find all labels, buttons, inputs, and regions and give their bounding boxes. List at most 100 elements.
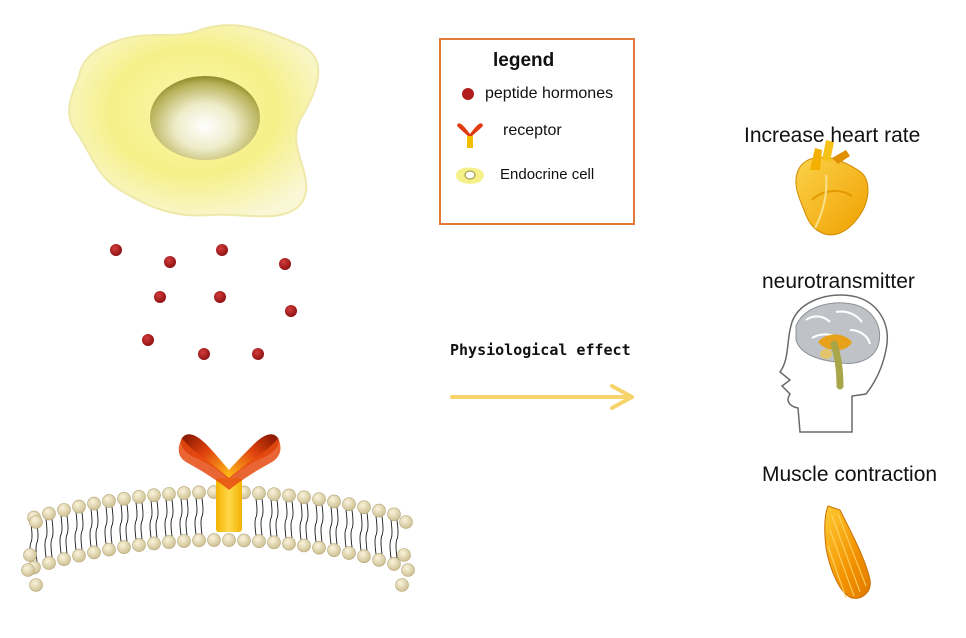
lipid-head — [327, 543, 341, 557]
lipid-head — [252, 486, 266, 500]
hormone-dot — [214, 291, 226, 303]
lipid-head — [57, 552, 71, 566]
membrane-receptor — [178, 434, 281, 532]
hormone-dot — [110, 244, 122, 256]
lipid-tail — [374, 516, 378, 554]
legend-item-label: Endocrine cell — [500, 166, 595, 183]
lipid-head — [147, 488, 161, 502]
lipid-head — [117, 491, 131, 506]
muscle-icon — [824, 505, 871, 599]
lipid-head — [102, 542, 116, 557]
lipid-tail — [389, 520, 393, 558]
lipid-tail — [320, 505, 324, 542]
lipid-head — [29, 515, 43, 529]
lipid-tail — [359, 513, 363, 551]
lipid-head — [192, 485, 206, 500]
lipid-tail — [305, 503, 309, 540]
lipid-tail — [89, 509, 93, 547]
effect-title-muscle: Muscle contraction — [762, 463, 938, 486]
lipid-tail — [140, 502, 144, 540]
lipid-tail — [380, 516, 384, 554]
brain-head-icon — [778, 294, 888, 433]
lipid-head — [177, 534, 191, 548]
legend-item-label: receptor — [503, 122, 562, 139]
lipid-tail — [365, 513, 369, 551]
lipid-tail — [95, 509, 99, 547]
hormone-dot — [164, 256, 176, 268]
lipid-head — [312, 540, 326, 555]
lipid-head — [162, 535, 176, 549]
effect-title-heart: Increase heart rate — [744, 124, 921, 147]
lipid-head — [42, 506, 56, 521]
lipid-tail — [104, 506, 108, 544]
lipid-head — [72, 499, 86, 514]
red-dot-icon — [462, 88, 474, 100]
lipid-tail — [149, 501, 153, 538]
lipid-tail — [164, 499, 168, 537]
lipid-tail — [260, 499, 264, 536]
lipid-tail — [350, 510, 354, 548]
effect-arrow — [450, 384, 634, 410]
lipid-head — [192, 533, 206, 548]
lipid-head — [372, 503, 386, 518]
lipid-head — [395, 578, 409, 592]
lipid-tail — [155, 501, 159, 538]
lipid-tail — [185, 498, 189, 536]
lipid-tail — [299, 503, 303, 540]
lipid-head — [102, 494, 116, 508]
lipid-head — [342, 546, 356, 560]
lipid-head — [237, 533, 251, 548]
lipid-tail — [170, 499, 174, 537]
lipid-tail — [179, 498, 183, 536]
lipid-tail — [80, 512, 84, 550]
lipid-tail — [344, 510, 348, 548]
hormone-dot — [279, 258, 291, 270]
lipid-tail — [119, 504, 123, 542]
lipid-head — [23, 548, 37, 562]
hormone-dot — [252, 348, 264, 360]
lipid-head — [282, 536, 296, 551]
lipid-head — [401, 563, 415, 577]
lipid-head — [72, 548, 86, 563]
lipid-tail — [110, 506, 114, 544]
lipid-tail — [44, 519, 48, 558]
hormone-dots — [110, 244, 297, 360]
lipid-head — [399, 515, 413, 529]
legend-box: legend peptide hormones receptor Endocri… — [439, 38, 635, 225]
lipid-head — [387, 557, 401, 571]
effect-title-brain: neurotransmitter — [762, 270, 915, 293]
lipid-tail — [290, 501, 294, 538]
hormone-dot — [142, 334, 154, 346]
lipid-head — [357, 500, 371, 514]
lipid-head — [397, 548, 411, 562]
lipid-tail — [275, 500, 279, 537]
legend-item-label: peptide hormones — [485, 85, 614, 102]
lipid-head — [267, 535, 281, 550]
receptor-icon — [457, 123, 483, 148]
lipid-tail — [329, 507, 333, 545]
lipid-tail — [59, 515, 63, 554]
hormone-dot — [198, 348, 210, 360]
lipid-tail — [335, 507, 339, 545]
lipid-tail — [314, 505, 318, 542]
lipid-tail — [284, 501, 288, 538]
heart-icon — [795, 140, 869, 236]
lipid-tail — [200, 498, 204, 535]
lipid-head — [327, 494, 341, 509]
lipid-tail — [134, 502, 138, 540]
lipid-head — [342, 497, 356, 511]
endocrine-cell-icon — [455, 167, 484, 184]
lipid-tail — [65, 515, 69, 554]
arrow-label: Physiological effect — [450, 341, 631, 359]
lipid-head — [207, 533, 221, 547]
lipid-head — [357, 549, 371, 564]
lipid-head — [267, 487, 281, 501]
hormone-dot — [285, 305, 297, 317]
lipid-tail — [269, 500, 273, 537]
lipid-head — [42, 556, 56, 570]
lipid-head — [387, 507, 401, 522]
lipid-head — [177, 486, 191, 500]
lipid-tail — [194, 498, 198, 535]
lipid-head — [297, 538, 311, 553]
